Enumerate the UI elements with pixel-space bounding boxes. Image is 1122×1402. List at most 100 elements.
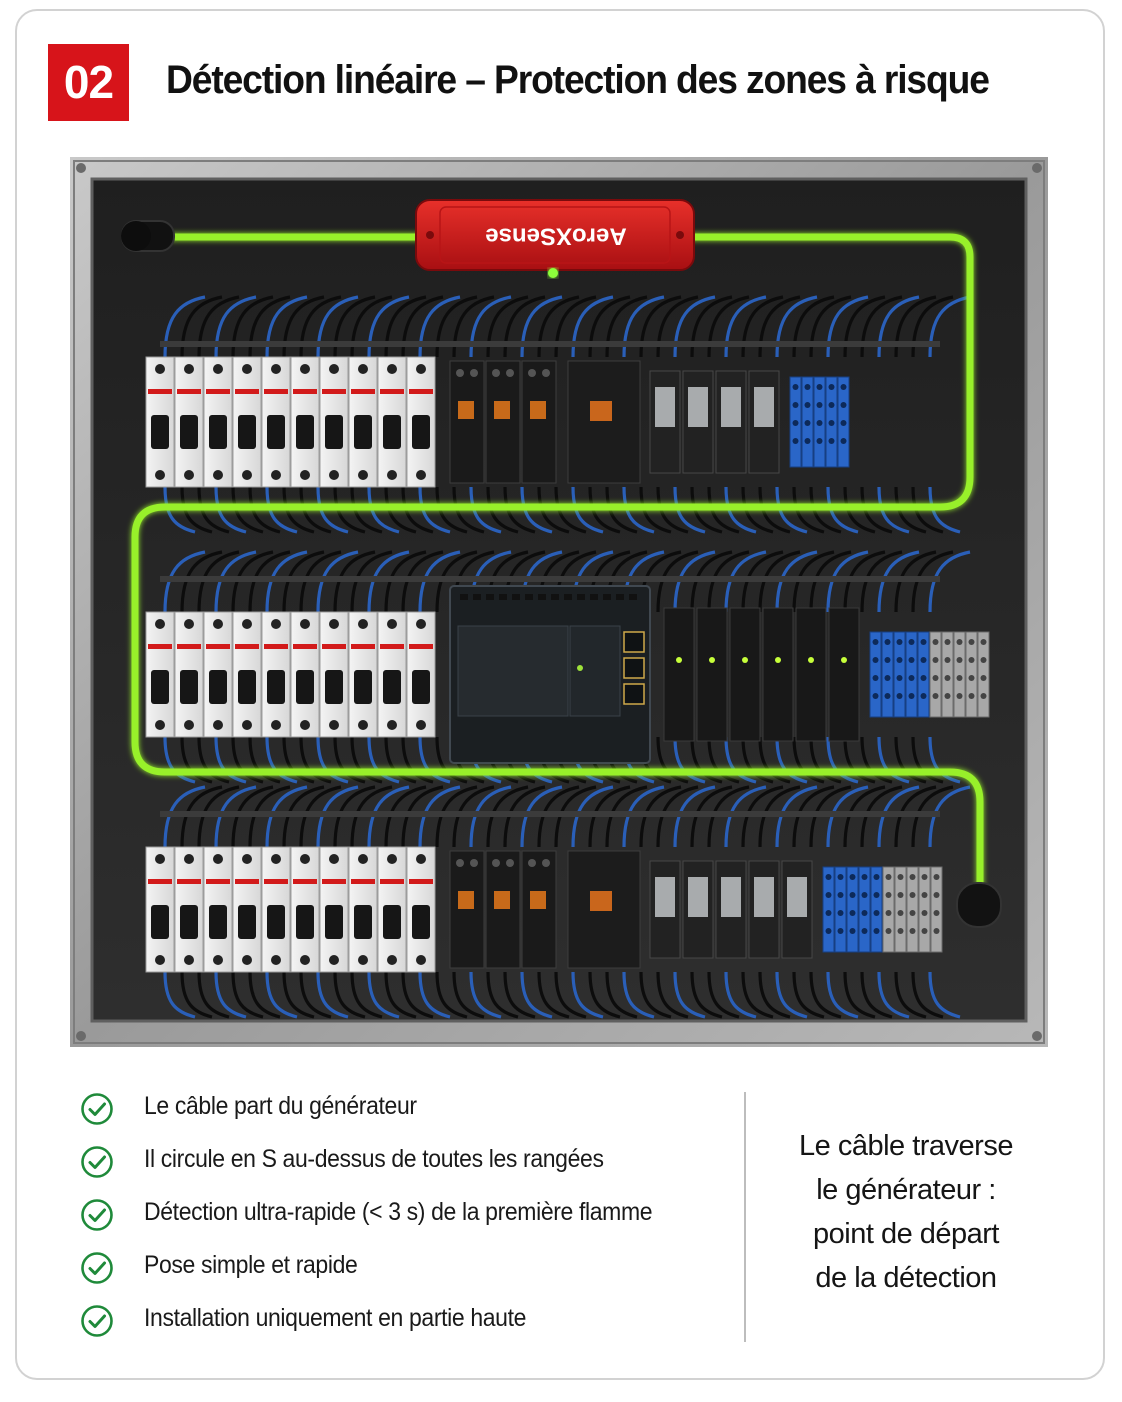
relay-screw bbox=[492, 369, 500, 377]
wire bbox=[248, 486, 281, 534]
wire bbox=[316, 550, 359, 613]
terminal-screw bbox=[909, 910, 916, 916]
breaker-label-strip bbox=[235, 879, 259, 884]
breaker-screw bbox=[184, 470, 194, 480]
breaker-toggle bbox=[151, 905, 169, 939]
cable-end-terminal bbox=[956, 882, 1002, 928]
terminal-block-blue bbox=[869, 631, 882, 718]
wire bbox=[877, 971, 910, 1019]
wire bbox=[724, 486, 757, 534]
wire bbox=[622, 785, 665, 848]
wire bbox=[197, 785, 240, 848]
wire bbox=[401, 486, 434, 534]
wire bbox=[520, 785, 563, 848]
breaker-label-strip bbox=[206, 879, 230, 884]
terminal-screw bbox=[920, 675, 927, 681]
terminal-screw bbox=[828, 384, 835, 390]
wire bbox=[197, 550, 240, 613]
wire bbox=[860, 486, 893, 534]
wire bbox=[180, 550, 223, 613]
breaker-screw bbox=[387, 955, 397, 965]
breaker-label-strip bbox=[177, 879, 201, 884]
relay-screw bbox=[528, 859, 536, 867]
wire bbox=[758, 971, 791, 1019]
wire bbox=[860, 971, 893, 1019]
wire bbox=[656, 550, 699, 613]
side-note-line: le générateur : bbox=[816, 1174, 996, 1206]
check-circle-icon bbox=[81, 1252, 113, 1284]
breaker-screw bbox=[358, 364, 368, 374]
breaker-label-strip bbox=[351, 644, 375, 649]
breaker-label-strip bbox=[409, 879, 433, 884]
wire bbox=[571, 486, 604, 534]
terminal-screw bbox=[872, 639, 879, 645]
generator-unit: AeroXSense bbox=[415, 199, 695, 278]
breaker-label-strip bbox=[322, 644, 346, 649]
wire bbox=[452, 971, 485, 1019]
contactor bbox=[567, 360, 641, 484]
terminal-screw bbox=[873, 892, 880, 898]
breaker-label-strip bbox=[264, 644, 288, 649]
terminal-screw bbox=[932, 639, 939, 645]
wire bbox=[911, 785, 954, 848]
breaker-toggle bbox=[267, 415, 285, 449]
terminal-screw bbox=[885, 892, 892, 898]
plc-terminal bbox=[577, 594, 585, 600]
relay-screw bbox=[492, 859, 500, 867]
contactor-indicator bbox=[590, 401, 612, 421]
breaker-label-strip bbox=[177, 644, 201, 649]
relay-contactor bbox=[449, 850, 485, 969]
feature-checklist: Le câble part du générateur Il circule e… bbox=[80, 1088, 720, 1353]
wire bbox=[163, 550, 206, 613]
wire bbox=[384, 785, 427, 848]
breaker-screw bbox=[213, 470, 223, 480]
breaker-screw bbox=[213, 955, 223, 965]
terminal-screw bbox=[872, 657, 879, 663]
check-circle-icon bbox=[81, 1093, 113, 1125]
plc-terminal bbox=[473, 594, 481, 600]
breaker-screw bbox=[300, 955, 310, 965]
relay-screw bbox=[542, 369, 550, 377]
timer-led bbox=[808, 657, 814, 663]
breaker-screw bbox=[242, 364, 252, 374]
checklist-item-text: Installation uniquement en partie haute bbox=[144, 1304, 527, 1332]
wire bbox=[435, 486, 468, 534]
wire bbox=[163, 486, 196, 534]
terminal-screw bbox=[980, 657, 987, 663]
wire bbox=[384, 971, 417, 1019]
breaker-screw bbox=[271, 619, 281, 629]
breaker-screw bbox=[242, 470, 252, 480]
wire bbox=[724, 785, 767, 848]
breaker-label-strip bbox=[148, 389, 172, 394]
wire bbox=[537, 785, 580, 848]
terminal-screw bbox=[837, 928, 844, 934]
terminal-screw bbox=[825, 910, 832, 916]
terminal-screw bbox=[908, 675, 915, 681]
plc-terminal bbox=[603, 594, 611, 600]
wire bbox=[809, 486, 842, 534]
wire bbox=[809, 971, 842, 1019]
breaker-toggle bbox=[209, 670, 227, 704]
wire bbox=[435, 971, 468, 1019]
timer-relay bbox=[828, 607, 860, 742]
terminal-screw bbox=[861, 874, 868, 880]
breaker-screw bbox=[358, 955, 368, 965]
check-circle-icon bbox=[81, 1305, 113, 1337]
terminal-block-blue bbox=[870, 866, 883, 953]
breaker-screw bbox=[271, 364, 281, 374]
terminal-screw bbox=[933, 874, 940, 880]
side-note-line: point de départ bbox=[813, 1218, 999, 1250]
breaker-toggle bbox=[267, 670, 285, 704]
generator-status-led bbox=[548, 268, 558, 278]
relay-contactor bbox=[485, 360, 521, 484]
wire bbox=[197, 971, 230, 1019]
wire bbox=[673, 486, 706, 534]
wire bbox=[333, 971, 366, 1019]
terminal-screw bbox=[837, 874, 844, 880]
terminal-screw bbox=[884, 657, 891, 663]
wire bbox=[180, 785, 223, 848]
wire bbox=[690, 971, 723, 1019]
breaker-toggle bbox=[267, 905, 285, 939]
plc-terminal bbox=[590, 594, 598, 600]
breaker-screw bbox=[155, 619, 165, 629]
